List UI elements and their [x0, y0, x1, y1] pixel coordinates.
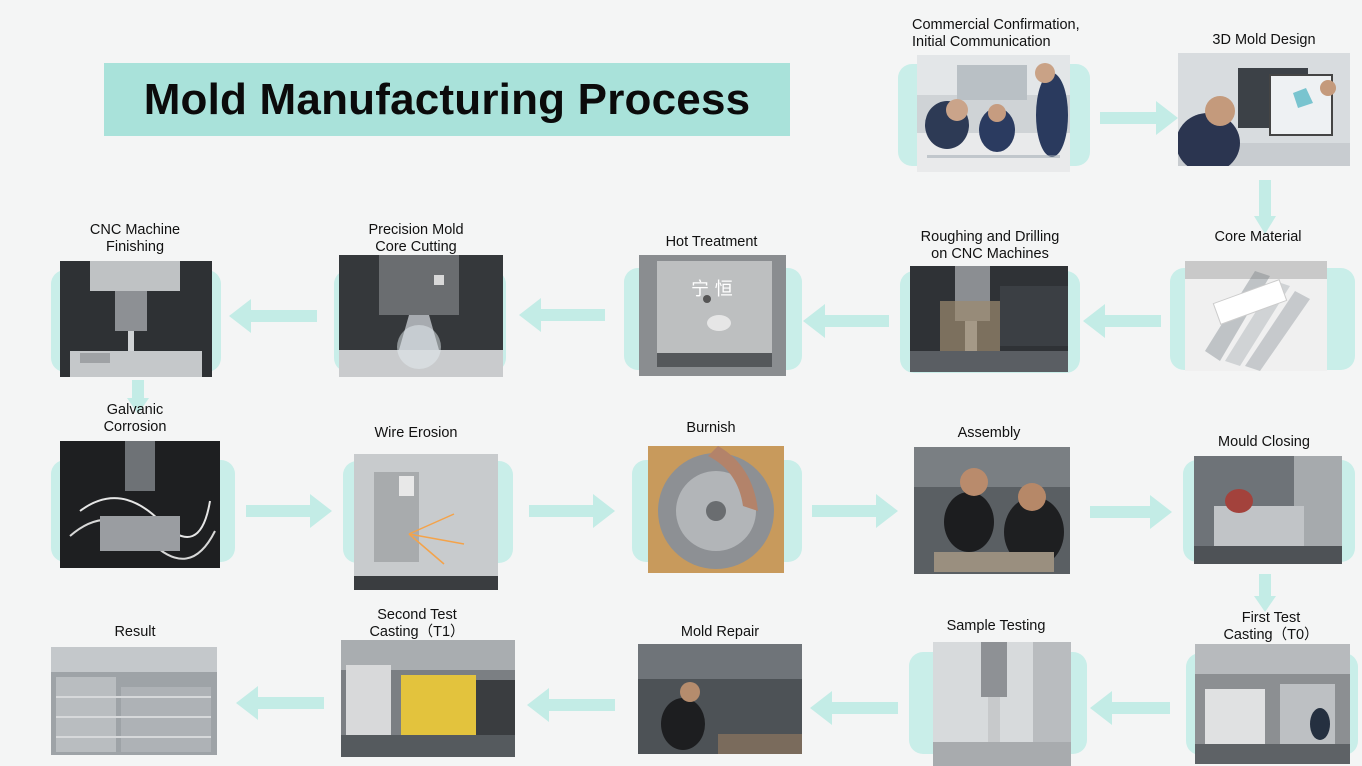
- step-label: Result: [114, 624, 156, 640]
- arrow-right: [1100, 101, 1178, 135]
- arrow-left: [527, 688, 615, 722]
- arrow-left: [803, 304, 889, 338]
- meeting-photo: [917, 55, 1070, 172]
- step-label: Assembly: [957, 425, 1021, 441]
- step-label: Core Material: [1214, 229, 1302, 245]
- step-label: Wire Erosion: [374, 425, 458, 441]
- core-cutting-photo: [339, 255, 503, 377]
- galvanic-corrosion-photo: [60, 441, 220, 568]
- step-second-test-casting: Second Test Casting（T1）: [340, 605, 516, 759]
- result-photo: [51, 647, 217, 755]
- design-photo: [1178, 53, 1350, 166]
- step-label: Burnish: [686, 420, 736, 436]
- step-label: Precision Mold Core Cutting: [368, 222, 464, 255]
- arrow-left: [1090, 691, 1170, 725]
- step-label: Commercial Confirmation, Initial Communi…: [912, 17, 1080, 50]
- step-first-test-casting: First Test Casting（T0）: [1186, 608, 1358, 764]
- step-3d-mold-design: 3D Mold Design: [1178, 28, 1350, 168]
- step-label: Hot Treatment: [665, 234, 758, 250]
- svg-text:宁 恒: 宁 恒: [691, 279, 733, 300]
- step-label: Mold Repair: [680, 624, 760, 640]
- sample-testing-photo: [933, 642, 1071, 766]
- arrow-left: [1083, 304, 1161, 338]
- mold-repair-photo: [638, 644, 802, 754]
- arrow-left: [519, 298, 605, 332]
- arrow-left: [810, 691, 898, 725]
- step-label: Sample Testing: [946, 618, 1046, 634]
- wire-erosion-photo: [354, 454, 498, 590]
- arrow-right: [812, 494, 898, 528]
- step-galvanic-corrosion: Galvanic Corrosion: [51, 400, 235, 572]
- step-label: Second Test Casting（T1）: [369, 607, 465, 640]
- first-casting-photo: [1195, 644, 1350, 764]
- step-label: CNC Machine Finishing: [89, 222, 181, 255]
- title-banner: Mold Manufacturing Process: [104, 63, 790, 136]
- step-label: Galvanic Corrosion: [103, 402, 167, 435]
- step-sample-testing: Sample Testing: [909, 618, 1087, 766]
- step-precision-core-cutting: Precision Mold Core Cutting: [334, 220, 506, 380]
- step-result: Result: [51, 622, 217, 756]
- arrow-left: [229, 299, 317, 333]
- step-hot-treatment: Hot Treatment 宁 恒: [624, 232, 802, 378]
- step-wire-erosion: Wire Erosion: [343, 423, 513, 591]
- arrow-right: [246, 494, 332, 528]
- cnc-drilling-photo: [910, 266, 1068, 372]
- assembly-photo: [914, 447, 1070, 574]
- arrow-down: [1254, 574, 1276, 612]
- step-burnish: Burnish: [632, 418, 802, 578]
- step-mould-closing: Mould Closing: [1183, 432, 1355, 576]
- step-core-material: Core Material: [1170, 226, 1355, 376]
- step-label: First Test Casting（T0）: [1223, 610, 1319, 643]
- step-label: Mould Closing: [1218, 434, 1310, 450]
- second-casting-photo: [341, 640, 515, 757]
- mould-closing-photo: [1194, 456, 1342, 564]
- step-mold-repair: Mold Repair: [637, 622, 803, 758]
- step-assembly: Assembly: [912, 423, 1072, 575]
- burnish-photo: [648, 446, 784, 573]
- core-material-photo: [1185, 261, 1327, 371]
- arrow-right: [1090, 495, 1172, 529]
- page-title: Mold Manufacturing Process: [143, 74, 751, 124]
- arrow-down: [1254, 180, 1276, 234]
- step-commercial-confirmation: Commercial Confirmation, Initial Communi…: [898, 14, 1090, 174]
- step-cnc-finishing: CNC Machine Finishing: [51, 220, 221, 378]
- arrow-left: [236, 686, 324, 720]
- arrow-right: [529, 494, 615, 528]
- step-label: Roughing and Drilling on CNC Machines: [920, 229, 1060, 262]
- step-roughing-drilling: Roughing and Drilling on CNC Machines: [900, 226, 1080, 376]
- hot-treatment-photo: 宁 恒: [639, 255, 786, 376]
- arrow-down: [127, 380, 149, 414]
- cnc-finishing-photo: [60, 261, 212, 377]
- step-label: 3D Mold Design: [1212, 32, 1316, 48]
